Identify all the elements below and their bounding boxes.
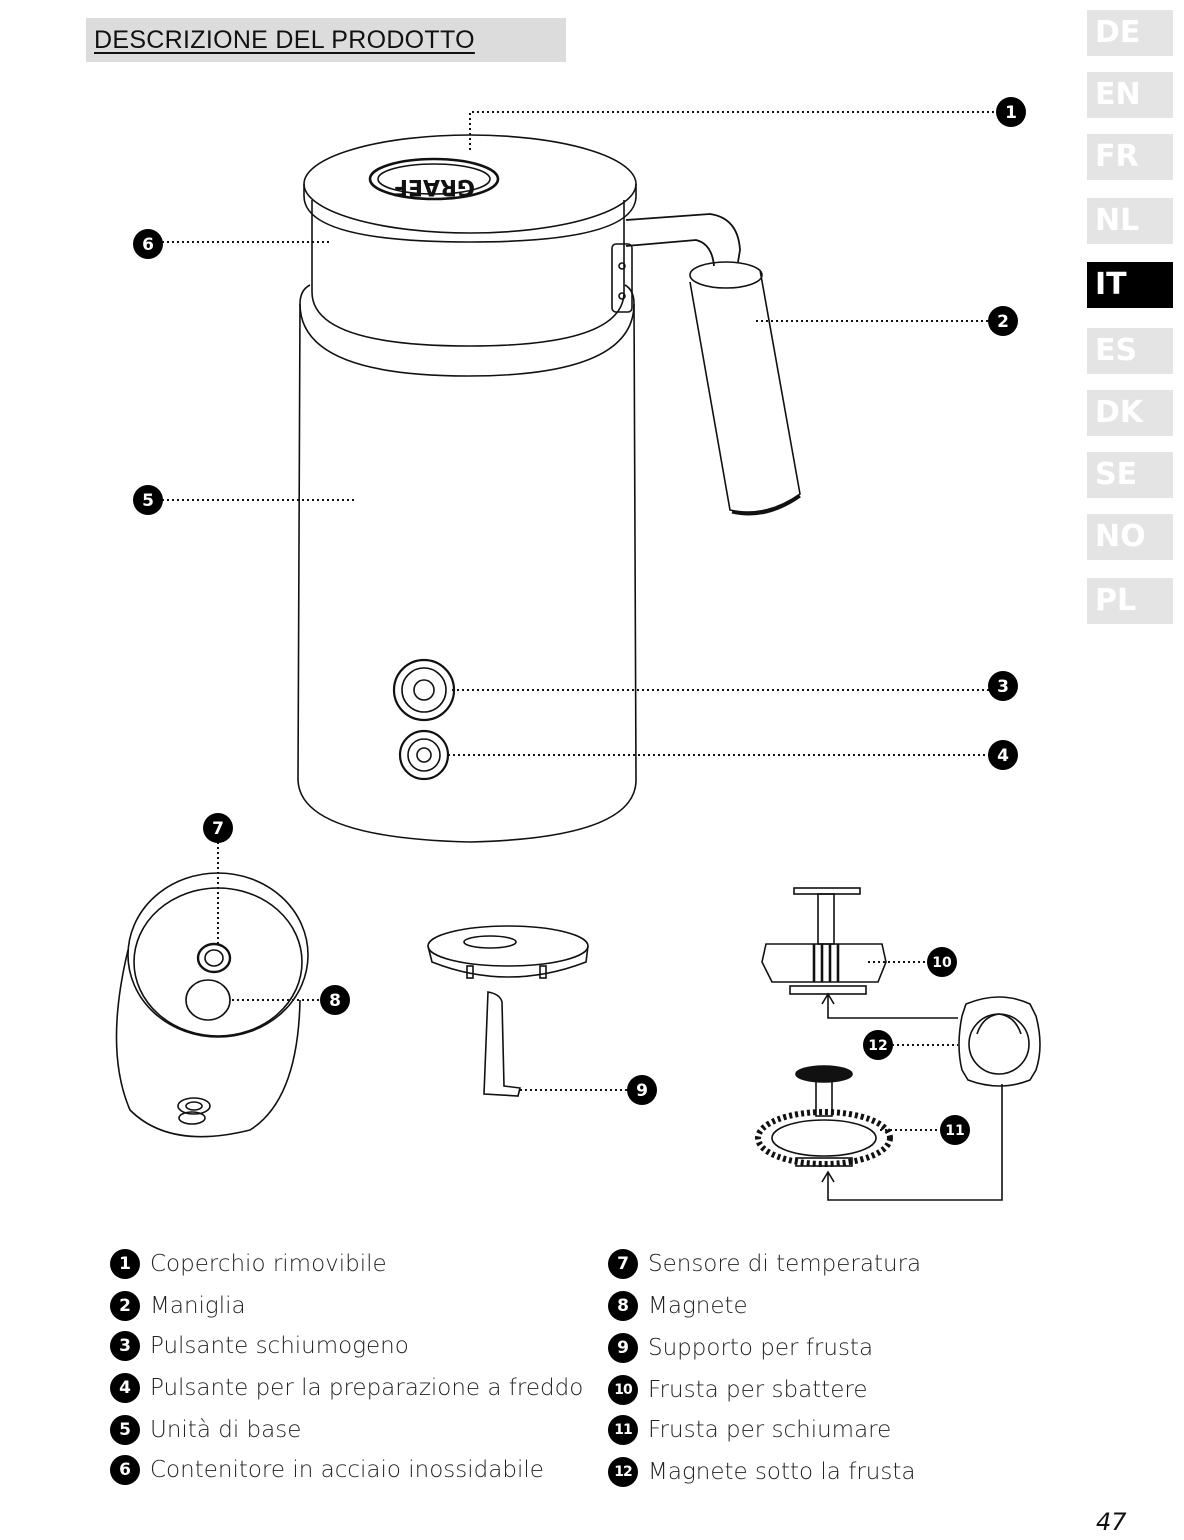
legend-number-badge: 1 — [110, 1249, 140, 1279]
svg-text:7: 7 — [212, 819, 224, 839]
legend-item: 4 Pulsante per la preparazione a freddo — [110, 1370, 583, 1406]
legend-number-badge: 5 — [110, 1415, 140, 1445]
legend-item: 11 Frusta per schiumare — [608, 1412, 891, 1448]
svg-text:4: 4 — [997, 746, 1009, 766]
legend-number-badge: 7 — [608, 1249, 638, 1279]
language-tab-no[interactable]: NO — [1087, 514, 1173, 560]
legend-number-badge: 6 — [110, 1455, 140, 1485]
frothing-whisk-illustration — [755, 1065, 893, 1167]
page-title: DESCRIZIONE DEL PRODOTTO — [94, 26, 475, 54]
svg-text:11: 11 — [945, 1123, 964, 1139]
svg-text:3: 3 — [997, 677, 1009, 697]
brand-logo: GRAEF — [393, 174, 475, 199]
language-tab-en[interactable]: EN — [1087, 72, 1173, 118]
callout-11: 11 — [940, 1115, 970, 1145]
legend-number-badge: 3 — [110, 1331, 140, 1361]
legend-item: 12 Magnete sotto la frusta — [608, 1454, 915, 1490]
language-tab-it[interactable]: IT — [1087, 262, 1173, 308]
callout-badges: 1 2 3 4 5 6 7 8 — [133, 97, 1026, 1145]
callout-3: 3 — [988, 671, 1018, 701]
svg-text:12: 12 — [868, 1038, 887, 1054]
legend-label: Unità di base — [150, 1417, 302, 1443]
magnet-illustration — [821, 996, 1041, 1201]
legend-label: Magnete — [648, 1293, 748, 1319]
callout-5: 5 — [133, 485, 163, 515]
legend-label: Magnete sotto la frusta — [648, 1459, 916, 1485]
language-tab-nl[interactable]: NL — [1087, 198, 1173, 244]
legend-item: 7 Sensore di temperatura — [608, 1246, 921, 1282]
svg-text:8: 8 — [329, 991, 341, 1011]
legend-number-badge: 9 — [608, 1333, 638, 1363]
legend-number-badge: 2 — [110, 1291, 140, 1321]
product-diagram: 1 2 3 4 5 6 7 8 — [115, 97, 1041, 1201]
legend-label: Pulsante schiumogeno — [150, 1333, 409, 1359]
callout-10: 10 — [927, 947, 957, 977]
callout-2: 2 — [988, 306, 1018, 336]
legend-number-badge: 12 — [608, 1457, 638, 1487]
legend-item: 8 Magnete — [608, 1288, 748, 1324]
callout-9: 9 — [627, 1075, 657, 1105]
legend-label: Pulsante per la preparazione a freddo — [150, 1375, 584, 1401]
legend-label: Sensore di temperatura — [648, 1251, 922, 1277]
svg-text:1: 1 — [1005, 103, 1017, 123]
legend-label: Coperchio rimovibile — [150, 1251, 387, 1277]
legend-item: 5 Unità di base — [110, 1412, 301, 1448]
callout-8: 8 — [320, 985, 350, 1015]
legend-item: 9 Supporto per frusta — [608, 1330, 873, 1366]
legend-item: 2 Maniglia — [110, 1288, 246, 1324]
language-tab-se[interactable]: SE — [1087, 452, 1173, 498]
page-number: 47 — [1096, 1508, 1127, 1536]
language-tab-de[interactable]: DE — [1087, 10, 1173, 56]
language-tab-dk[interactable]: DK — [1087, 390, 1173, 436]
beating-whisk-illustration — [761, 887, 958, 1019]
legend-number-badge: 8 — [608, 1291, 638, 1321]
lid-whisk-holder-illustration — [427, 925, 589, 1097]
legend-label: Contenitore in acciaio inossidabile — [150, 1457, 544, 1483]
callout-7: 7 — [203, 813, 233, 843]
language-tab-pl[interactable]: PL — [1087, 578, 1173, 624]
callout-6: 6 — [133, 229, 163, 259]
leader-lines — [162, 111, 996, 1131]
legend-label: Supporto per frusta — [648, 1335, 874, 1361]
language-tab-fr[interactable]: FR — [1087, 134, 1173, 180]
legend-number-badge: 10 — [608, 1375, 638, 1405]
legend-number-badge: 4 — [110, 1373, 140, 1403]
section-title-bar: DESCRIZIONE DEL PRODOTTO — [86, 18, 566, 62]
legend-item: 1 Coperchio rimovibile — [110, 1246, 387, 1282]
legend-number-badge: 11 — [608, 1415, 638, 1445]
legend-label: Frusta per schiumare — [648, 1417, 892, 1443]
svg-text:9: 9 — [636, 1081, 648, 1101]
legend-item: 10 Frusta per sbattere — [608, 1372, 867, 1408]
callout-1: 1 — [996, 97, 1026, 127]
language-tab-es[interactable]: ES — [1087, 328, 1173, 374]
callout-4: 4 — [988, 740, 1018, 770]
svg-text:5: 5 — [142, 491, 154, 511]
legend-label: Maniglia — [150, 1293, 246, 1319]
legend-label: Frusta per sbattere — [648, 1377, 868, 1403]
svg-text:6: 6 — [142, 235, 154, 255]
jug-open-illustration — [115, 872, 309, 1138]
svg-text:GRAEF: GRAEF — [393, 174, 475, 199]
legend-item: 3 Pulsante schiumogeno — [110, 1328, 409, 1364]
legend-item: 6 Contenitore in acciaio inossidabile — [110, 1452, 544, 1488]
callout-12: 12 — [863, 1030, 893, 1060]
svg-text:2: 2 — [997, 312, 1009, 332]
milk-frother-illustration — [297, 134, 801, 843]
svg-text:10: 10 — [932, 955, 952, 971]
